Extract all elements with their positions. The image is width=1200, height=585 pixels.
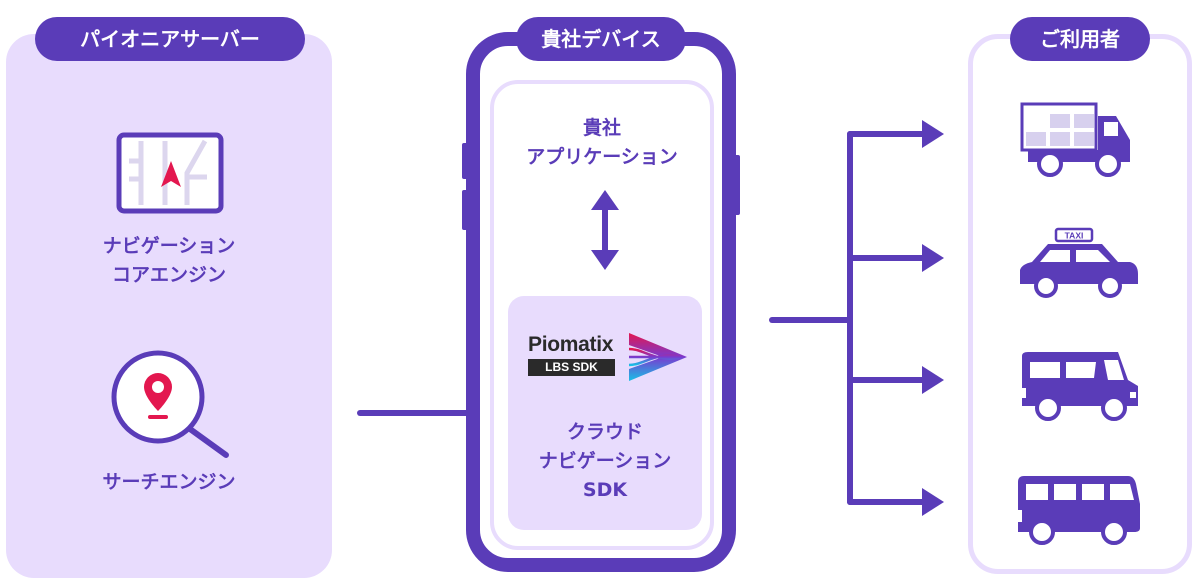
sdk-to-users-connector xyxy=(769,120,944,516)
device-side-button xyxy=(462,190,468,230)
search-engine-label: サーチエンジン xyxy=(102,471,236,493)
users-title: ご利用者 xyxy=(1010,17,1150,61)
bus-icon xyxy=(1018,476,1140,545)
app-label: 貴社 アプリケーション xyxy=(490,114,714,172)
truck-icon xyxy=(1020,102,1130,177)
sdk-label-line3: SDK xyxy=(582,479,628,501)
sdk-label: クラウド ナビゲーション SDK xyxy=(508,418,702,505)
piomatix-logo-text: Piomatix xyxy=(528,333,614,356)
piomatix-play-icon xyxy=(628,333,687,381)
server-title: パイオニアサーバー xyxy=(35,17,305,61)
app-label-line1: 貴社 xyxy=(582,117,621,139)
taxi-icon: TAXI xyxy=(1020,227,1138,298)
server-panel xyxy=(6,34,332,578)
taxi-sign-text: TAXI xyxy=(1065,231,1084,241)
device-title: 貴社デバイス xyxy=(516,17,686,61)
arrowhead xyxy=(922,488,944,516)
piomatix-logo: Piomatix LBS SDK xyxy=(528,334,618,376)
lbs-sdk-badge: LBS SDK xyxy=(528,359,615,376)
van-icon xyxy=(1022,352,1138,421)
arrowhead xyxy=(922,120,944,148)
sdk-label-line1: クラウド xyxy=(566,421,643,443)
map-navigation-icon xyxy=(116,132,224,214)
device-side-button xyxy=(462,143,468,179)
nav-engine-label-line1: ナビゲーション xyxy=(102,235,236,257)
search-location-icon xyxy=(111,350,229,458)
nav-engine-label: ナビゲーション コアエンジン xyxy=(6,232,332,290)
bidirectional-arrow-icon xyxy=(591,190,619,270)
device-side-button xyxy=(734,155,740,215)
sdk-label-line2: ナビゲーション xyxy=(538,450,672,472)
sdk-box xyxy=(508,296,702,530)
arrowhead xyxy=(922,244,944,272)
arrowhead xyxy=(922,366,944,394)
nav-engine-label-line2: コアエンジン xyxy=(111,264,226,286)
app-label-line2: アプリケーション xyxy=(526,146,678,168)
